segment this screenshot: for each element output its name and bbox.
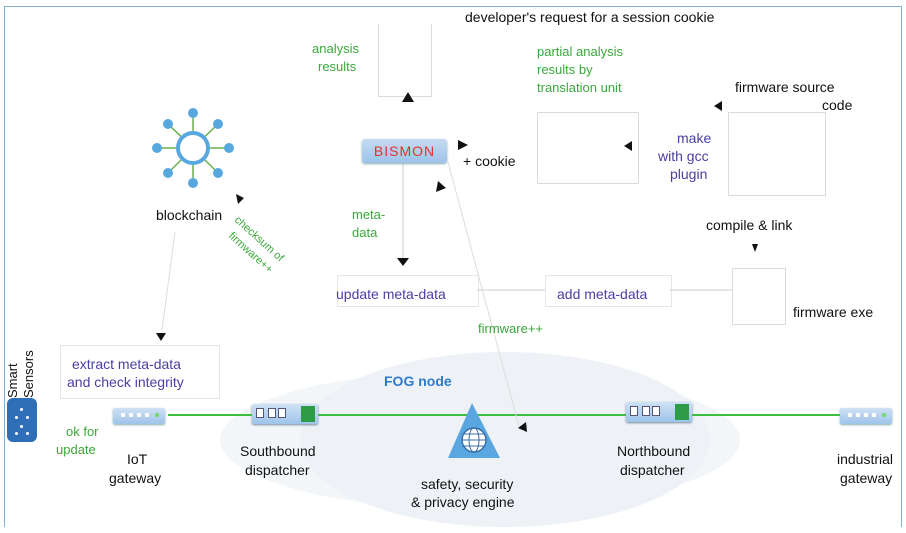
- bismon-box: BISMON: [362, 139, 447, 163]
- partial-results-label-1: partial analysis: [537, 44, 623, 59]
- make-label-2: with gcc: [658, 148, 709, 164]
- fog-cloud: [300, 352, 710, 527]
- analysis-results-label-2: results: [318, 59, 357, 74]
- ok-label-1: ok for: [66, 424, 99, 439]
- compile-link-label: compile & link: [706, 217, 793, 233]
- northbound-label-1: Northbound: [617, 443, 691, 459]
- globe-icon: [448, 403, 500, 458]
- analysis-box: [378, 24, 432, 97]
- extract-label-1: extract meta-data: [72, 356, 181, 372]
- bismon-label: BISMON: [373, 143, 436, 159]
- outer-frame: [4, 6, 902, 527]
- southbound-label-1: Southbound: [240, 443, 316, 459]
- engine-label-2: & privacy engine: [411, 494, 515, 510]
- make-label-1: make: [677, 130, 712, 146]
- update-box: [337, 275, 479, 307]
- smart-sensors-label-2: Sensors: [21, 350, 36, 398]
- partial-results-label-2: results by: [537, 62, 593, 77]
- southbound-dispatcher-device: [252, 404, 318, 424]
- add-box: [545, 275, 672, 307]
- partial-box: [537, 112, 639, 184]
- smart-sensor-icon: [7, 398, 37, 442]
- iot-gateway-device: [113, 408, 165, 424]
- source-box: [728, 112, 826, 196]
- analysis-results-label-1: analysis: [312, 41, 359, 56]
- fog-node-label: FOG node: [384, 373, 452, 389]
- smart-sensors-label-1: Smart: [5, 363, 20, 398]
- add-meta-label: add meta-data: [557, 286, 648, 302]
- metadata-label-2: data: [352, 225, 378, 240]
- northbound-label-2: dispatcher: [620, 462, 685, 478]
- firmware-source-label-1: firmware source: [735, 79, 835, 95]
- firmware-source-label-2: code: [822, 97, 853, 113]
- southbound-label-2: dispatcher: [245, 462, 310, 478]
- blockchain-label: blockchain: [156, 207, 223, 223]
- iot-gateway-label-1: IoT: [127, 451, 148, 467]
- partial-results-label-3: translation unit: [537, 80, 622, 95]
- extract-box: [60, 345, 220, 399]
- industrial-gateway-label-2: gateway: [840, 470, 893, 486]
- exe-box: [732, 268, 786, 325]
- firmware-pp-label: firmware++: [478, 321, 544, 336]
- cookie-label: + cookie: [463, 153, 516, 169]
- industrial-gateway-device: [840, 408, 892, 424]
- firmware-exe-label: firmware exe: [793, 304, 874, 320]
- make-label-3: plugin: [670, 166, 708, 182]
- update-meta-label: update meta-data: [336, 286, 446, 302]
- metadata-label-1: meta-: [352, 207, 386, 222]
- session-request-label: developer's request for a session cookie: [465, 9, 715, 25]
- industrial-gateway-label-1: industrial: [837, 451, 894, 467]
- northbound-dispatcher-device: [626, 402, 692, 422]
- engine-label-1: safety, security: [421, 476, 514, 492]
- ok-label-2: update: [56, 442, 96, 457]
- iot-gateway-label-2: gateway: [109, 470, 162, 486]
- extract-label-2: and check integrity: [67, 374, 184, 390]
